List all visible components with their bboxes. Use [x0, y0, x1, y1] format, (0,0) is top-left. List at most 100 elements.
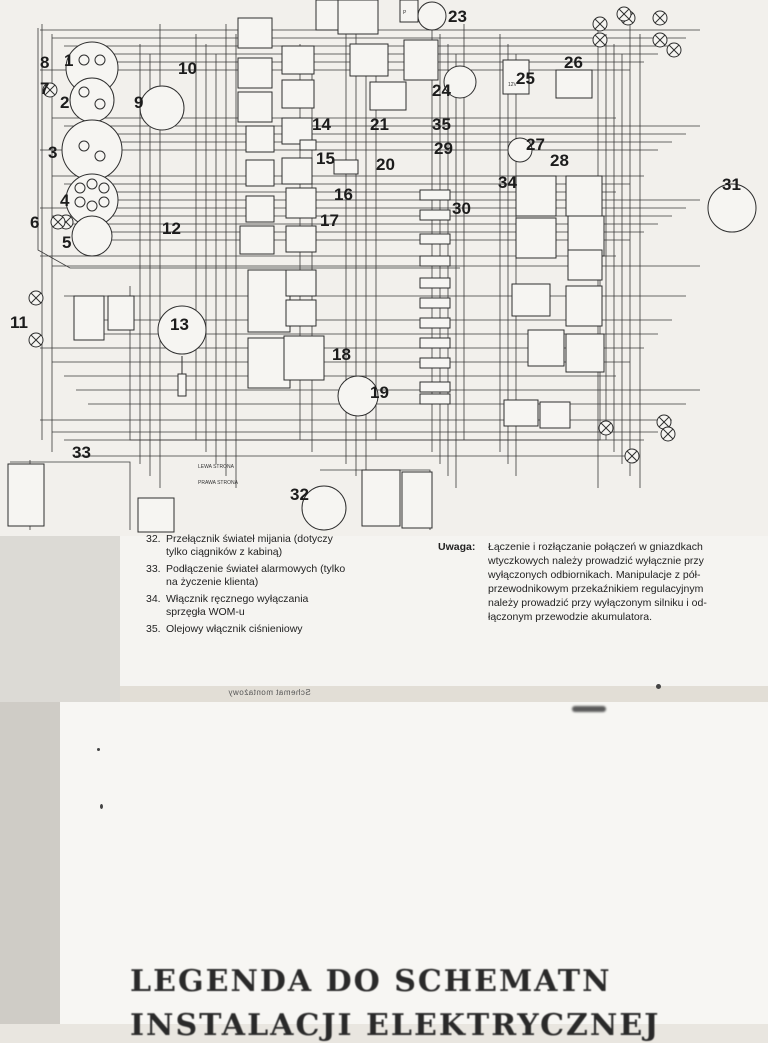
- wire: [10, 461, 131, 530]
- switch-block: [565, 175, 603, 217]
- paper-sheet: [60, 702, 768, 1024]
- switch-block: [361, 469, 401, 527]
- switch-block: [419, 337, 451, 349]
- legend-item-text: Przełącznik świateł mijania (dotyczy tyl…: [166, 533, 333, 558]
- switch-block: [419, 381, 451, 393]
- switch-block: [419, 277, 451, 289]
- page-edge-shadow: [0, 536, 120, 702]
- component-number: 27: [526, 135, 545, 154]
- legend-item-number: 35.: [146, 623, 161, 635]
- component-circle: [417, 1, 447, 31]
- switch-block: [419, 297, 451, 309]
- component-handle: [177, 373, 187, 397]
- component-number: 21: [370, 115, 389, 134]
- connector-pin: [94, 54, 106, 66]
- switch-block: [419, 393, 451, 405]
- switch-block: [281, 45, 315, 75]
- component-number: 5: [62, 233, 71, 252]
- lamp-symbol: [50, 214, 66, 230]
- component-number: 26: [564, 53, 583, 72]
- component-number: 18: [332, 345, 351, 364]
- wire: [37, 28, 460, 269]
- switch-block: [503, 399, 539, 427]
- mirrored-bleed-text: Schemat montażowy: [228, 688, 311, 697]
- switch-block: [419, 255, 451, 267]
- lamp-symbol: [616, 6, 632, 22]
- lamp-symbol: [652, 32, 668, 48]
- switch-block: [527, 329, 565, 367]
- page-fold: [120, 686, 768, 702]
- connector-pin: [94, 98, 106, 110]
- switch-block: [245, 195, 275, 223]
- switch-block: [419, 209, 451, 221]
- switch-block: [565, 285, 603, 327]
- component-number: 14: [312, 115, 331, 134]
- component-number-labels: 1234567891011121314151617181920212324252…: [10, 7, 741, 504]
- connector-pin: [74, 196, 86, 208]
- page-heading-line-1: LEGENDA DO SCHEMATN: [130, 964, 612, 999]
- page-edge-shadow: [0, 702, 60, 1024]
- component-number: 11: [10, 313, 28, 332]
- switch-block: [515, 175, 557, 217]
- legend-item-text: Włącznik ręcznego wyłączania sprzęgła WO…: [166, 593, 309, 618]
- component-number: 17: [320, 211, 339, 230]
- connector-pin: [78, 54, 90, 66]
- ink-speck: [97, 748, 100, 751]
- legend-item-number: 34.: [146, 593, 161, 605]
- switch-block: [515, 217, 557, 259]
- lamp-cross: [626, 450, 638, 462]
- lamp-cross: [52, 216, 64, 228]
- switch-block: [245, 125, 275, 153]
- lamp-cross: [30, 292, 42, 304]
- page-heading-line-2: INSTALACJI ELEKTRYCZNEJ: [130, 1008, 661, 1043]
- switch-block: [565, 333, 605, 373]
- component-number: 28: [550, 151, 569, 170]
- lamp-symbols: [28, 6, 682, 464]
- switch-block: [285, 299, 317, 327]
- component-circle: [507, 137, 533, 163]
- component-number: 25: [516, 69, 535, 88]
- component-number: 29: [434, 139, 453, 158]
- switch-block: [567, 215, 605, 257]
- lamp-cross: [654, 34, 666, 46]
- lamp-cross: [658, 416, 670, 428]
- switch-block: [247, 269, 291, 333]
- legend-item: 33. Podłączenie świateł alarmowych (tylk…: [146, 563, 406, 589]
- component-number: 9: [134, 93, 143, 112]
- side-right-label: PRAWA STRONA: [198, 480, 239, 486]
- lamp-cross: [668, 44, 680, 56]
- component-number: 6: [30, 213, 39, 232]
- lamp-cross: [618, 8, 630, 20]
- component-number: 4: [60, 191, 70, 210]
- connector-pin: [98, 182, 110, 194]
- legend-list: 32. Przełącznik świateł mijania (dotyczy…: [146, 533, 406, 640]
- connector-pin: [78, 140, 90, 152]
- switch-block: [333, 159, 359, 175]
- lamp-cross: [594, 18, 606, 30]
- component-number: 33: [72, 443, 91, 462]
- switch-block: [283, 335, 325, 381]
- legend-item: 35. Olejowy włącznik ciśnieniowy: [146, 623, 406, 636]
- ink-speck: [656, 684, 661, 689]
- connector-pin: [74, 182, 86, 194]
- component-number: 32: [290, 485, 309, 504]
- switch-block: [337, 0, 379, 35]
- component-circle: [71, 215, 113, 257]
- component-number: 35: [432, 115, 451, 134]
- component-number: 1: [64, 51, 73, 70]
- connector-pin: [78, 86, 90, 98]
- component-number: 20: [376, 155, 395, 174]
- legend-item-text: Olejowy włącznik ciśnieniowy: [166, 623, 303, 635]
- component-circle: [61, 119, 123, 181]
- switch-block: [299, 139, 317, 151]
- ink-smudge: [572, 706, 606, 712]
- switch-block: [237, 91, 273, 123]
- component-circle: [337, 375, 379, 417]
- switch-block: [137, 497, 175, 533]
- switch-blocks: [7, 0, 605, 533]
- switch-block: [73, 295, 105, 341]
- switch-block: [401, 471, 433, 529]
- component-number: 19: [370, 383, 389, 402]
- switch-block: [349, 43, 389, 77]
- switch-block: [403, 39, 439, 81]
